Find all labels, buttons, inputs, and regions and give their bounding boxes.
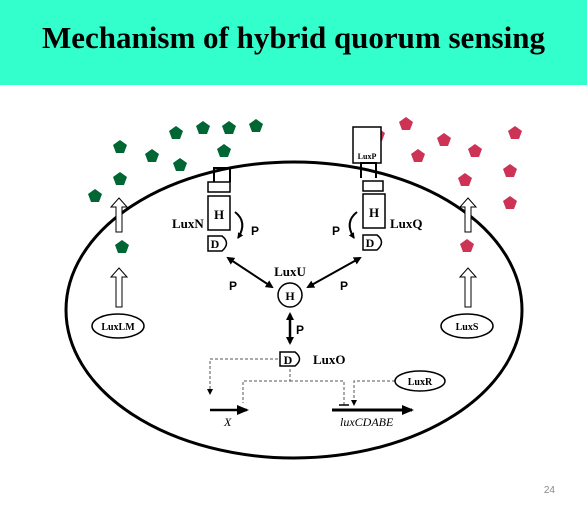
luxN-receptor: H D	[207, 167, 244, 252]
svg-text:H: H	[214, 207, 224, 222]
luxP-label: LuxP	[358, 152, 377, 161]
slide-title: Mechanism of hybrid quorum sensing	[42, 20, 545, 55]
autoinducer-icon	[458, 173, 472, 186]
autoinducer-icon	[196, 121, 210, 134]
title-banner	[0, 0, 587, 85]
luxS-synthase	[440, 313, 494, 339]
luxQ-receptor: LuxP H D	[348, 126, 386, 251]
luxU-histidine	[277, 282, 303, 308]
svg-text:H: H	[369, 205, 379, 220]
luxR-protein	[394, 370, 446, 392]
export-arrow	[458, 197, 478, 233]
luxLM-label: LuxLM	[101, 322, 135, 333]
autoinducer-icon	[468, 144, 482, 157]
luxU-label: LuxU	[274, 264, 306, 279]
autoinducer-icon	[399, 117, 413, 130]
luxQ-label: LuxQ	[390, 216, 423, 231]
svg-text:D: D	[211, 237, 220, 251]
autoinducer-icon	[217, 144, 231, 157]
phosphate-label: P	[332, 224, 340, 238]
autoinducer-icon	[145, 149, 159, 162]
regulation-lines	[207, 358, 395, 406]
luxLM-synthase	[91, 313, 145, 339]
export-arrow	[458, 267, 478, 308]
svg-text:D: D	[284, 353, 293, 367]
phosphate-label: P	[229, 279, 237, 293]
autoinducer-icon	[113, 172, 127, 185]
luxS-label: LuxS	[456, 322, 479, 333]
autoinducer-icon	[222, 121, 236, 134]
phosphorelay-arrow	[226, 256, 274, 289]
autoinducer-icon	[437, 133, 451, 146]
ai2-autoinducer-group	[88, 119, 263, 253]
export-arrow	[109, 267, 129, 308]
luxO-aspartate	[279, 351, 301, 367]
autoinducer-icon	[249, 119, 263, 132]
autoinducer-icon	[411, 149, 425, 162]
slide-number: 24	[543, 485, 555, 496]
autoinducer-icon	[503, 196, 517, 209]
gene-x-label: X	[223, 415, 232, 429]
luxO-label: LuxO	[313, 352, 346, 367]
autoinducer-icon	[169, 126, 183, 139]
autoinducer-icon	[503, 164, 517, 177]
autoinducer-icon	[113, 140, 127, 153]
svg-text:D: D	[366, 236, 375, 250]
phosphate-label: P	[251, 224, 259, 238]
phosphorelay-arrow	[306, 257, 362, 288]
export-arrow	[109, 197, 129, 233]
cell-membrane	[64, 160, 524, 460]
autoinducer-icon	[88, 189, 102, 202]
hai1-autoinducer-group	[371, 117, 522, 252]
gene-luxCDABE-label: luxCDABE	[340, 415, 394, 429]
autoinducer-icon	[508, 126, 522, 139]
phosphate-label: P	[340, 279, 348, 293]
autoinducer-icon	[115, 240, 129, 253]
luxN-label: LuxN	[172, 216, 204, 231]
autoinducer-icon	[460, 239, 474, 252]
svg-text:H: H	[285, 289, 295, 303]
luxR-label: LuxR	[408, 377, 433, 388]
autoinducer-icon	[173, 158, 187, 171]
phosphate-label: P	[296, 323, 304, 337]
